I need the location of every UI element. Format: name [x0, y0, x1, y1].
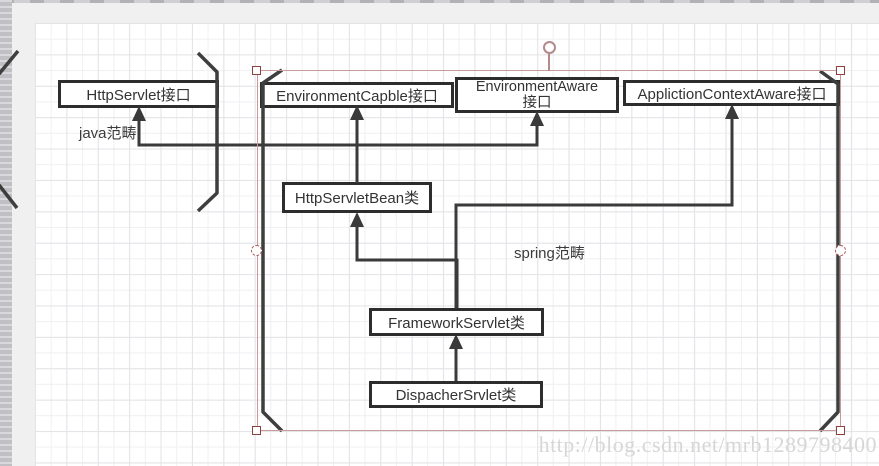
watermark-text: http://blog.csdn.net/mrb1289798400 — [538, 432, 877, 457]
node-label: HttpServletBean类 — [294, 190, 420, 207]
node-label-line1: EnvironmentAware — [475, 79, 599, 95]
node-environmentaware[interactable]: EnvironmentAware 接口 — [455, 77, 619, 113]
node-label-line2: 接口 — [522, 95, 552, 111]
node-label: FrameworkServlet类 — [388, 314, 525, 332]
node-label: HttpServlet接口 — [86, 86, 191, 104]
selection-handle-ne[interactable] — [836, 66, 845, 75]
node-label: ApplictionContextAware接口 — [637, 85, 827, 103]
selection-handle-w[interactable] — [251, 245, 262, 256]
node-dispacherservlet[interactable]: DispacherSrvlet类 — [369, 381, 543, 408]
top-panel-edge — [0, 0, 879, 3]
node-frameworkservlet[interactable]: FrameworkServlet类 — [369, 308, 544, 336]
node-httpservletbean[interactable]: HttpServletBean类 — [282, 182, 432, 213]
selection-box — [257, 70, 841, 431]
selection-handle-e[interactable] — [835, 245, 846, 256]
rotation-handle[interactable] — [543, 41, 556, 54]
node-label: EnvironmentCapble接口 — [276, 87, 438, 105]
node-applictioncontextaware[interactable]: ApplictionContextAware接口 — [623, 80, 841, 106]
left-panel-edge — [0, 0, 12, 466]
selection-handle-nw[interactable] — [252, 66, 261, 75]
node-label: DispacherSrvlet类 — [395, 387, 517, 404]
rotation-handle-stem — [548, 54, 550, 71]
node-httpservlet[interactable]: HttpServlet接口 — [58, 80, 219, 108]
selection-handle-sw[interactable] — [252, 426, 261, 435]
label-java-scope[interactable]: java范畴 — [79, 125, 137, 142]
